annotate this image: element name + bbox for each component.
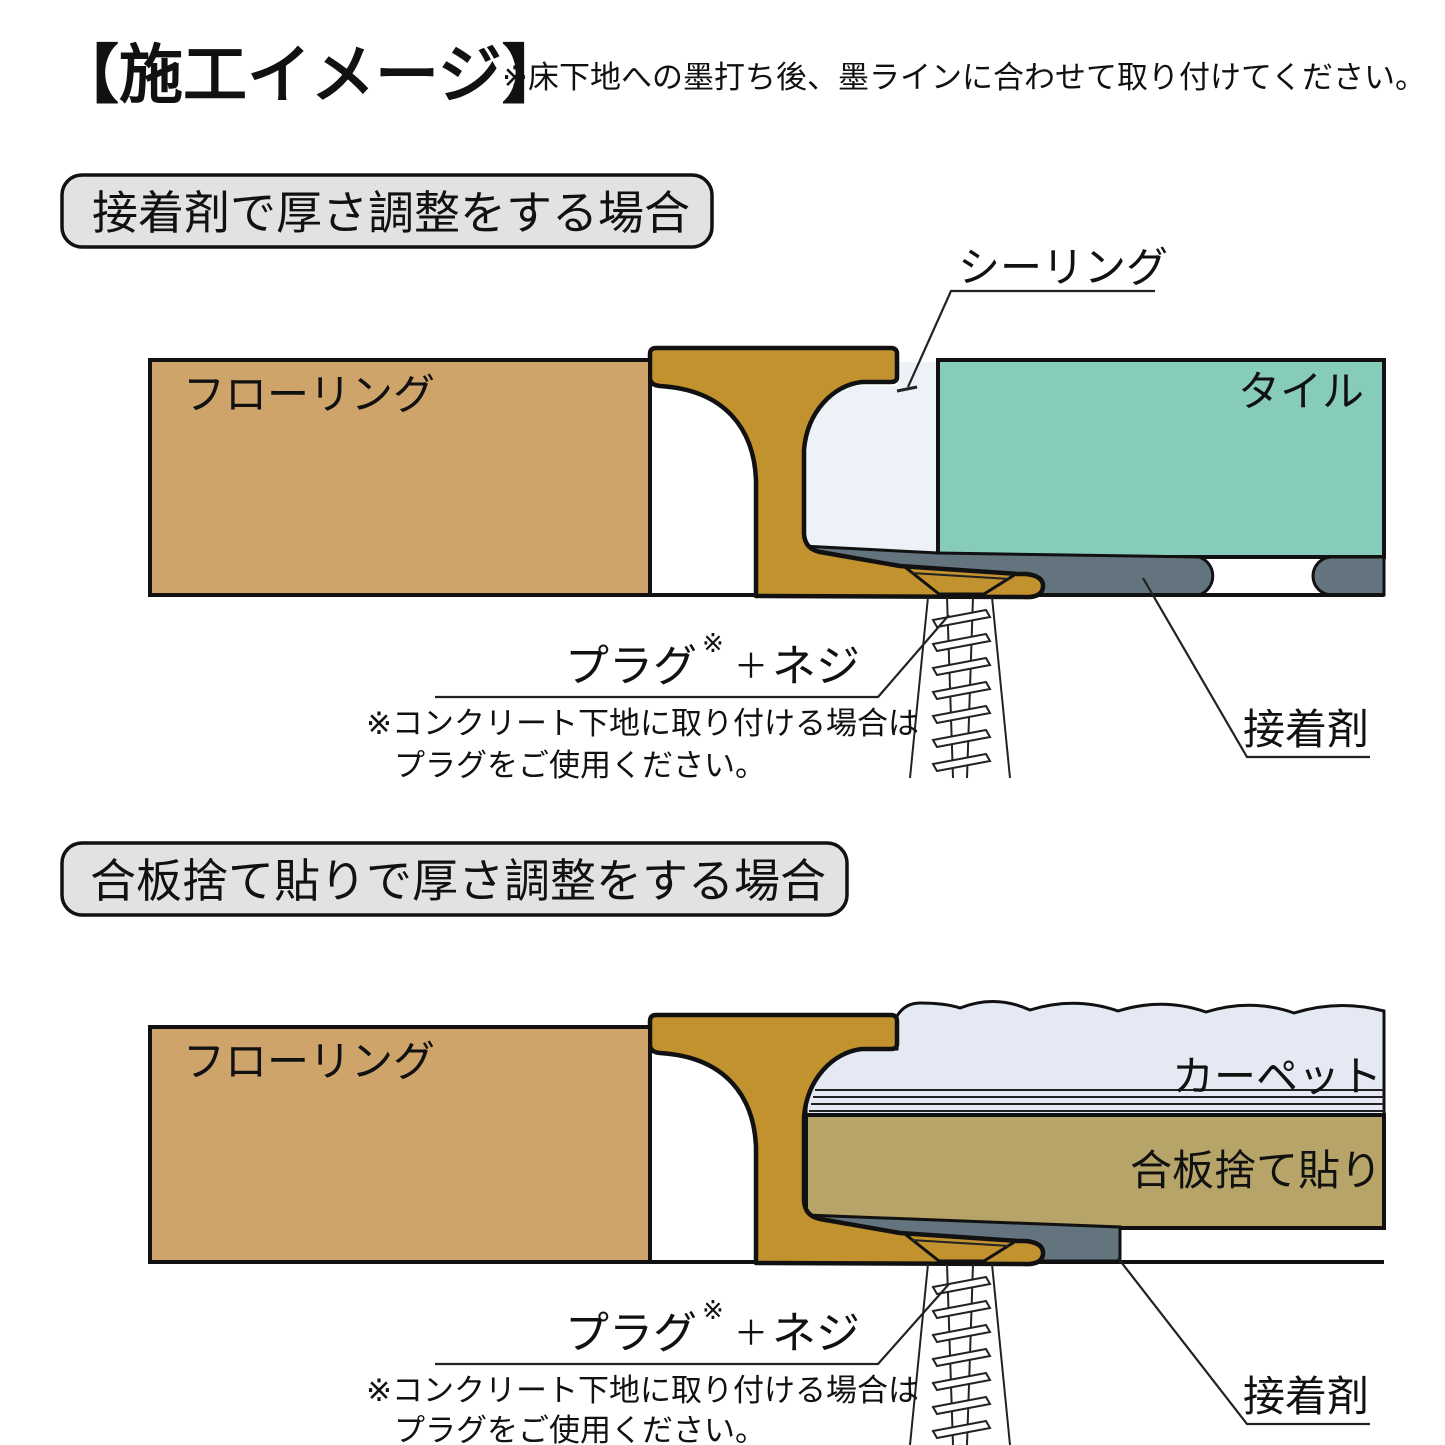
label-plug-refmark-2: ※ <box>702 1295 724 1325</box>
plug-screw-leader-1 <box>435 614 950 699</box>
section-heading-adhesive: 接着剤で厚さ調整をする場合 <box>60 173 714 249</box>
plug-note-line2-1: プラグをご使用ください。 <box>394 748 766 783</box>
label-screw-2: ネジ <box>772 1309 860 1358</box>
label-flooring-1: フローリング <box>183 371 435 418</box>
label-plug-2: プラグ <box>565 1309 697 1358</box>
plug-note-line1-2: ※コンクリート下地に取り付ける場合は <box>366 1373 919 1408</box>
plug-note-line2-2: プラグをご使用ください。 <box>394 1413 766 1445</box>
adhesive-bed-blob <box>1311 555 1386 597</box>
label-plus-1: ＋ <box>734 648 768 686</box>
heading-box-2 <box>60 841 849 917</box>
flooring-shape-2 <box>148 1025 652 1264</box>
heading-text-1: 接着剤で厚さ調整をする場合 <box>92 187 690 239</box>
diagram-adhesive-case: シーリング フローリング タイル プラグ ※ ＋ ネジ ※コンクリート下地に取り… <box>148 244 1386 783</box>
flooring-shape-1 <box>148 358 652 597</box>
label-plus-2: ＋ <box>734 1315 768 1353</box>
heading-box-1 <box>60 173 714 249</box>
label-adhesive-1: 接着剤 <box>1243 706 1369 753</box>
heading-text-2: 合板捨て貼りで厚さ調整をする場合 <box>90 855 826 907</box>
plug-screw-leader-2 <box>435 1283 950 1366</box>
label-plug-refmark-1: ※ <box>702 628 724 658</box>
section-heading-plywood: 合板捨て貼りで厚さ調整をする場合 <box>60 841 849 917</box>
diagram-plywood-case: フローリング カーペット 合板捨て貼り プラグ ※ ＋ ネジ ※コンクリート下地… <box>148 999 1386 1445</box>
label-sealing: シーリング <box>958 244 1168 291</box>
label-plywood: 合板捨て貼り <box>1130 1147 1382 1194</box>
sealing-gap <box>897 362 938 560</box>
page-title: 【施工イメージ】 <box>55 39 566 111</box>
adhesive-leader-1 <box>1142 577 1370 759</box>
label-tile: タイル <box>1238 368 1364 415</box>
label-plug-1: プラグ <box>565 642 697 691</box>
sealing-leader <box>906 289 1155 388</box>
plug-note-line1-1: ※コンクリート下地に取り付ける場合は <box>366 706 919 741</box>
plywood-shape <box>804 1113 1386 1230</box>
page-title-note: ※床下地への墨打ち後、墨ラインに合わせて取り付けてください。 <box>502 60 1426 95</box>
sealing-mark <box>896 385 918 393</box>
label-carpet: カーペット <box>1172 1053 1382 1100</box>
adhesive-leader-2 <box>1117 1257 1370 1426</box>
label-adhesive-2: 接着剤 <box>1243 1373 1369 1420</box>
label-screw-1: ネジ <box>772 642 860 691</box>
carpet-backing-lines <box>809 1089 1384 1112</box>
label-flooring-2: フローリング <box>183 1038 435 1085</box>
